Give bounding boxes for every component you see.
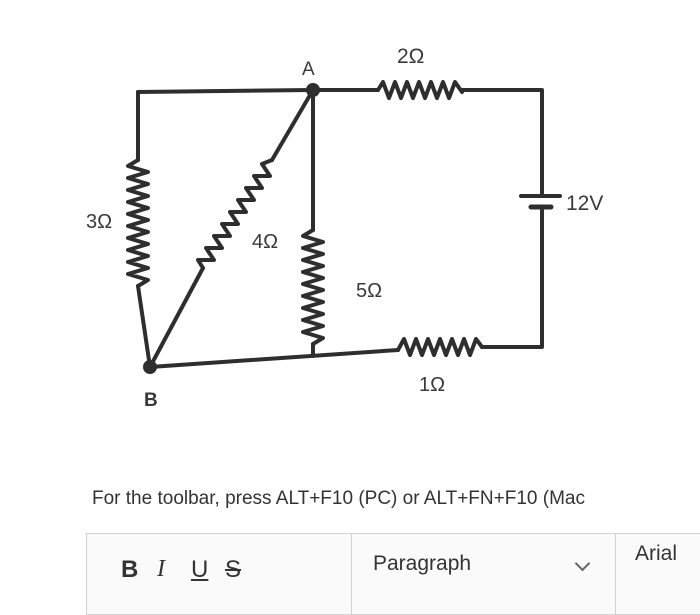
toolbar-hint: For the toolbar, press ALT+F10 (PC) or A…	[92, 488, 585, 509]
editor-toolbar: B I U S Paragraph Arial	[86, 533, 700, 615]
resistor-1-ohm	[396, 337, 484, 357]
label-4-ohm: 4Ω	[252, 231, 278, 253]
resistor-3-ohm	[126, 158, 150, 288]
label-1-ohm: 1Ω	[419, 374, 445, 396]
paragraph-format-select[interactable]: Paragraph	[351, 534, 616, 614]
left-wire-bottom	[136, 284, 152, 369]
paragraph-format-value: Paragraph	[373, 552, 472, 575]
chevron-down-icon	[574, 555, 591, 572]
bottom-wire	[148, 348, 400, 369]
font-family-select[interactable]: Arial	[615, 534, 700, 614]
text-style-group: B I U S	[87, 534, 352, 614]
resistor-5-ohm	[301, 228, 325, 346]
node-b-label: B	[144, 390, 158, 411]
circuit-diagram: A B 2Ω 3Ω 4Ω 5Ω 1Ω 12V	[86, 45, 603, 411]
italic-button[interactable]: I	[157, 556, 165, 582]
top-wire-right	[460, 88, 544, 196]
underline-button[interactable]: U	[191, 556, 209, 583]
resistor-4-ohm	[196, 158, 274, 270]
label-2-ohm: 2Ω	[397, 45, 424, 68]
bold-button[interactable]: B	[121, 556, 139, 583]
diagonal-wire-lower	[148, 266, 205, 369]
label-5-ohm: 5Ω	[356, 280, 382, 302]
strikethrough-button[interactable]: S	[225, 556, 242, 583]
right-wire-lower	[480, 206, 544, 349]
font-family-value: Arial	[635, 542, 678, 565]
diagonal-wire-upper	[270, 88, 315, 162]
resistor-2-ohm	[376, 80, 464, 100]
label-3-ohm: 3Ω	[86, 211, 112, 233]
label-12-volt: 12V	[566, 192, 603, 215]
node-a-label: A	[302, 59, 315, 80]
top-wire-left	[136, 88, 380, 94]
node-b-dot	[143, 360, 157, 374]
node-a-dot	[306, 83, 320, 97]
